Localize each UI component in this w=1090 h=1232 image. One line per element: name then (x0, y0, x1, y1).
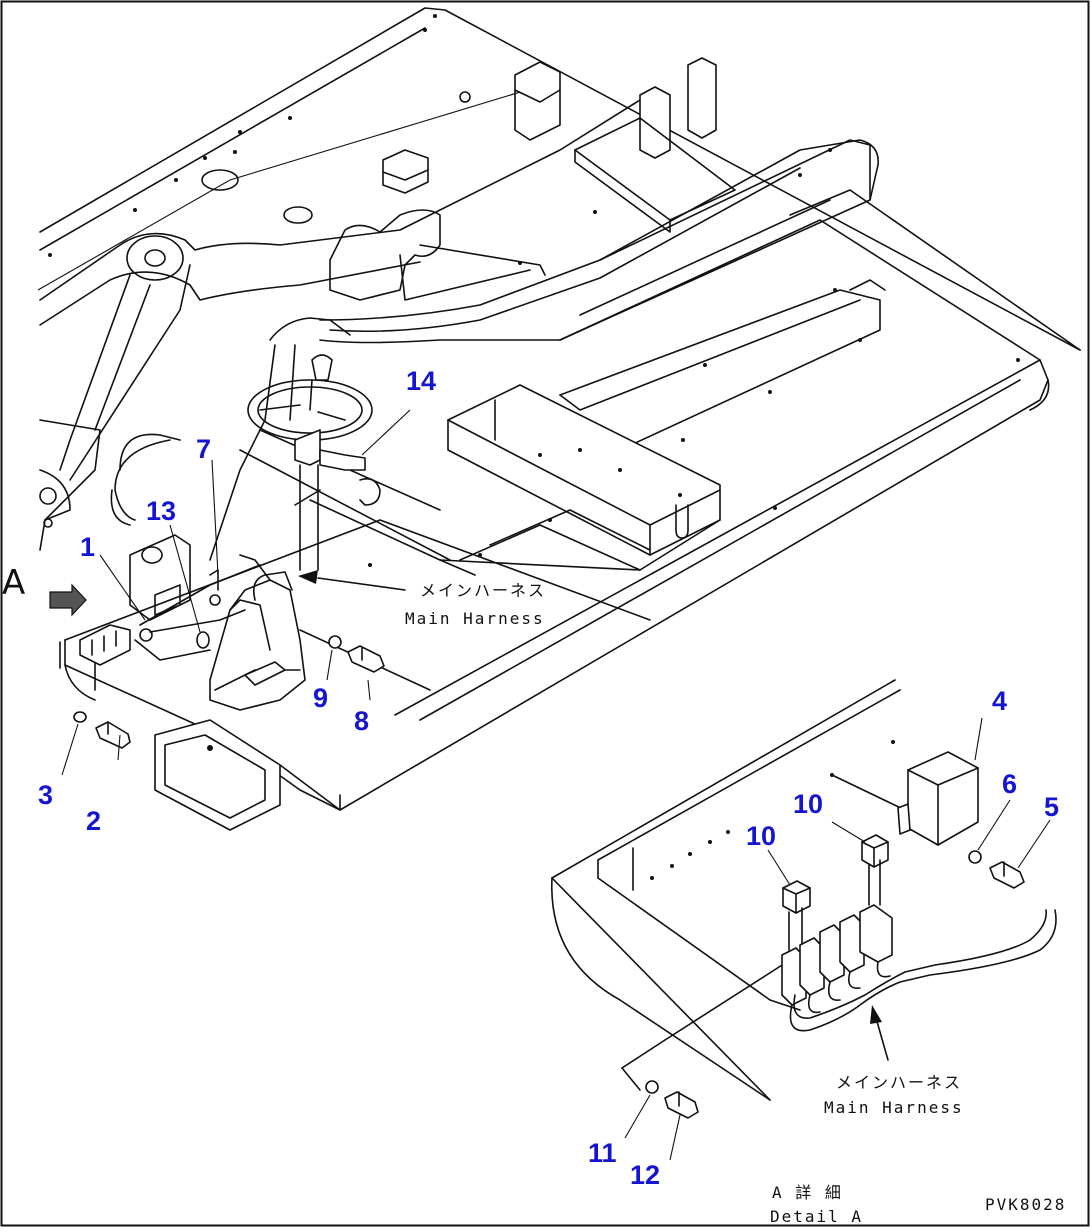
callout-13: 13 (146, 496, 176, 526)
fastener-group-main (73, 635, 385, 749)
callout-4: 4 (992, 686, 1007, 716)
callout-3: 3 (38, 780, 53, 810)
drawing-code: PVK8028 (985, 1195, 1066, 1214)
main-harness-jp-label: メインハーネス (420, 581, 546, 600)
callout-1: 1 (80, 532, 95, 562)
view-a-arrow-icon (49, 583, 87, 617)
callout-6: 6 (1002, 769, 1017, 799)
view-a-letter: A (2, 563, 25, 603)
callout-7: 7 (196, 434, 211, 464)
leader-lines (61, 409, 1051, 1161)
callout-5: 5 (1044, 792, 1059, 822)
main-harness-label-detail: メインハーネス Main Harness (824, 1073, 964, 1117)
main-harness-en-label: Main Harness (405, 609, 545, 628)
callout-10-lower: 10 (746, 821, 776, 851)
callout-numbers: 1 2 3 4 5 6 7 8 9 10 10 11 12 13 14 (38, 366, 1059, 1190)
main-harness-label-main: メインハーネス Main Harness (298, 570, 546, 628)
callout-9: 9 (313, 683, 328, 713)
view-a-marker: A (2, 563, 87, 617)
callout-2: 2 (86, 806, 101, 836)
frame-rivets (48, 14, 1020, 751)
detail-caption-en: Detail A (770, 1207, 863, 1226)
detail-a-view (551, 679, 1057, 1119)
revolving-frame (37, 7, 1081, 831)
callout-12: 12 (630, 1160, 660, 1190)
callout-14: 14 (406, 366, 436, 396)
callout-8: 8 (354, 706, 369, 736)
detail-caption: A 詳 細 Detail A (770, 1183, 863, 1226)
callout-11: 11 (588, 1138, 617, 1168)
detail-harness-jp-label: メインハーネス (836, 1073, 962, 1092)
harness-pointer-arrow-icon (298, 570, 318, 584)
callout-10-upper: 10 (793, 789, 823, 819)
detail-caption-jp: A 詳 細 (772, 1183, 843, 1202)
detail-harness-en-label: Main Harness (824, 1098, 964, 1117)
detail-harness-pointer-icon (870, 1005, 882, 1024)
